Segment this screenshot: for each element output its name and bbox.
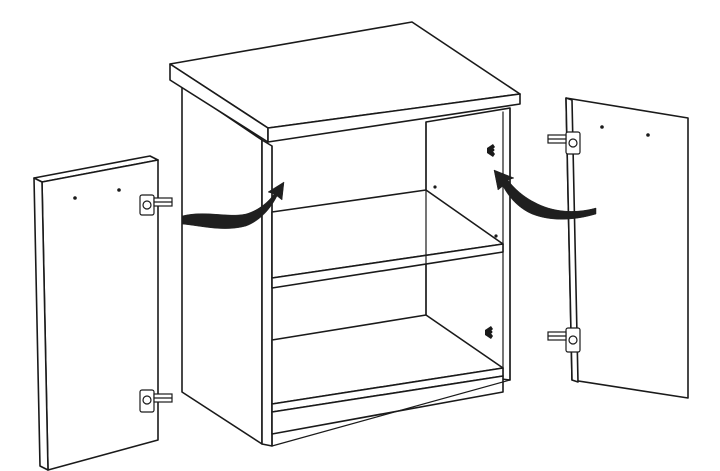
cabinet-plinth	[271, 375, 504, 435]
left-curved-arrow-icon	[181, 181, 285, 229]
cabinet-top-panel	[169, 21, 521, 143]
cabinet-hinge-plate-top	[487, 144, 495, 157]
cabinet-left-side-panel	[181, 85, 263, 445]
left-door	[33, 155, 173, 471]
cabinet-body	[181, 85, 511, 447]
left-door-hinge-top-icon	[139, 194, 173, 216]
right-door	[547, 97, 689, 399]
right-curved-arrow-icon	[493, 169, 597, 220]
right-door-hinge-bottom-icon	[547, 327, 581, 353]
cabinet-hinge-plate-bottom	[485, 326, 493, 339]
right-door-hinge-top-icon	[547, 131, 581, 155]
cabinet-left-front-edge	[261, 139, 273, 447]
left-door-hinge-bottom-icon	[139, 389, 173, 413]
